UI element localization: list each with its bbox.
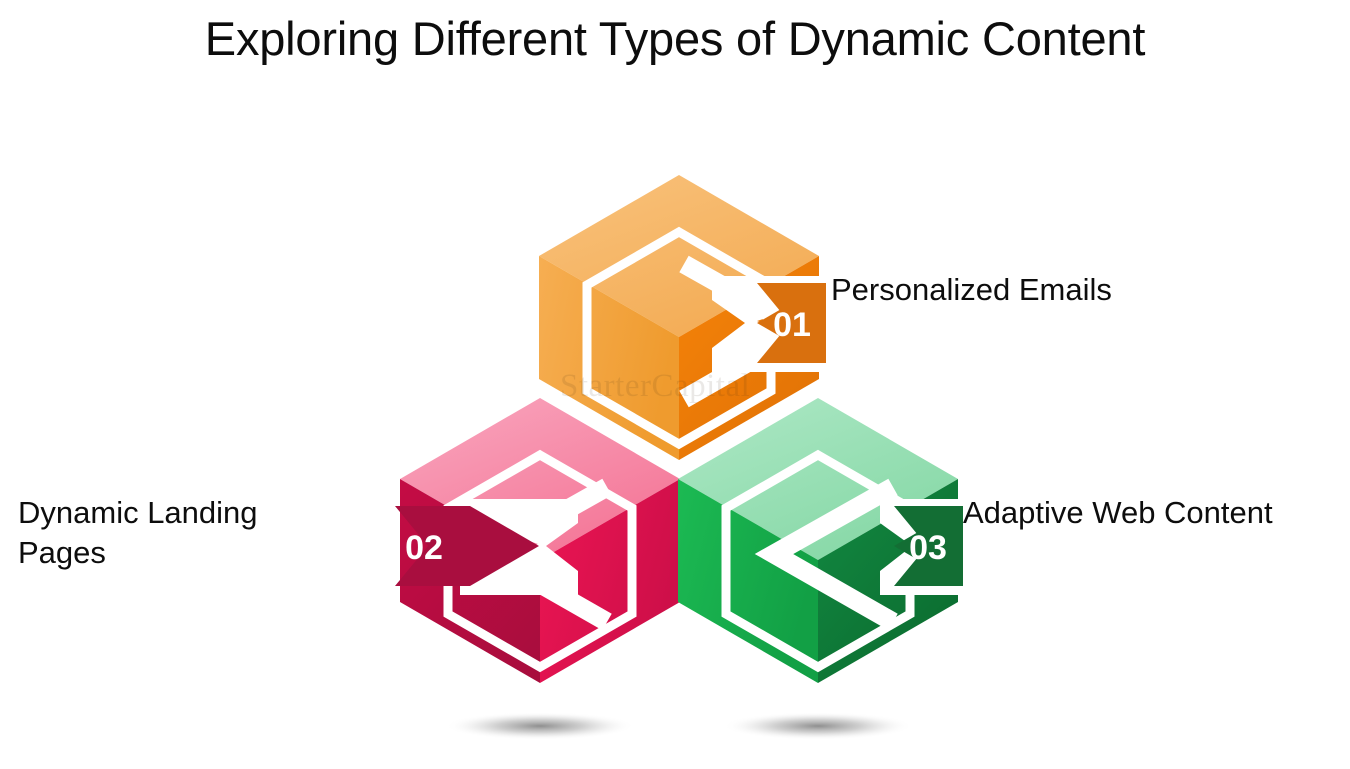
badge-01-number: 01 (773, 306, 811, 344)
badge-02-shape (470, 506, 539, 586)
badge-numbers: 01 02 03 (405, 306, 947, 567)
item-label-02: Dynamic Landing Pages (18, 495, 258, 570)
badge-03-number: 03 (909, 529, 947, 567)
item-label-03: Adaptive Web Content (963, 495, 1273, 530)
page-title: Exploring Different Types of Dynamic Con… (204, 12, 1146, 65)
item-label-01: Personalized Emails (831, 272, 1112, 307)
ground-shadows (445, 712, 913, 740)
number-badges (395, 283, 963, 586)
badge-02-number: 02 (405, 529, 443, 567)
